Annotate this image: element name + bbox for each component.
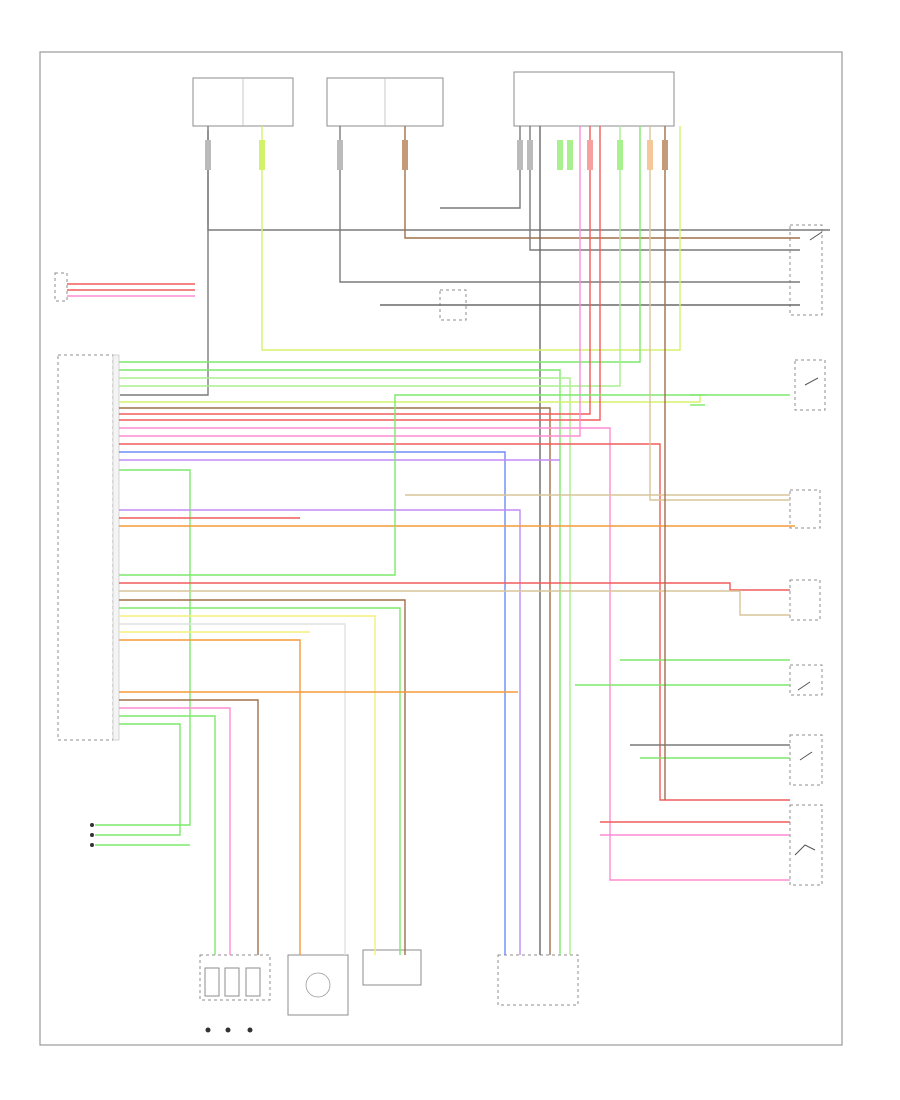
shift-solenoid-group xyxy=(199,954,271,1001)
sensor-group-3 xyxy=(789,489,821,529)
lockup-solenoid-symbol xyxy=(305,972,331,998)
ignition-connector xyxy=(54,272,68,302)
switch-symbols xyxy=(794,231,823,856)
sensor-group-4 xyxy=(789,579,821,621)
engine-harness-connector xyxy=(497,954,579,1006)
switch-group-6 xyxy=(789,734,823,786)
lockup-solenoid xyxy=(287,954,349,1016)
diagram-frame xyxy=(39,51,843,1046)
relay-box-top-right xyxy=(513,71,675,127)
ground-terminals xyxy=(90,823,253,1033)
solenoid-1 xyxy=(204,967,220,997)
switch-group-2 xyxy=(794,359,826,411)
switch-group-5 xyxy=(789,664,823,696)
connector-pins-top xyxy=(205,140,668,170)
solenoid-3 xyxy=(245,967,261,997)
wire-harness xyxy=(67,126,830,955)
throttle-position-sensor xyxy=(362,949,422,986)
sensor-group-7 xyxy=(789,804,823,886)
switch-group-1 xyxy=(789,224,823,316)
engine-control-module xyxy=(57,354,114,741)
solenoid-2 xyxy=(224,967,240,997)
